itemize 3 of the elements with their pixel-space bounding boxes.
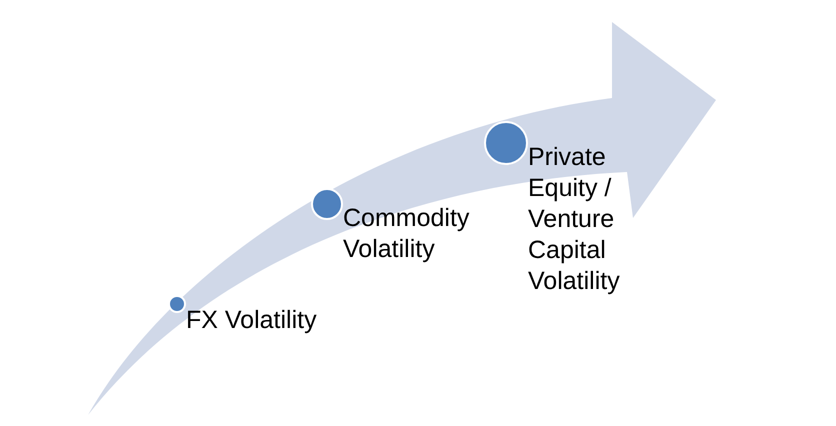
item-label: Private Equity / Venture Capital Volatility (528, 142, 621, 297)
item-label: FX Volatility (186, 305, 318, 336)
item-label: Commodity Volatility (343, 203, 470, 265)
